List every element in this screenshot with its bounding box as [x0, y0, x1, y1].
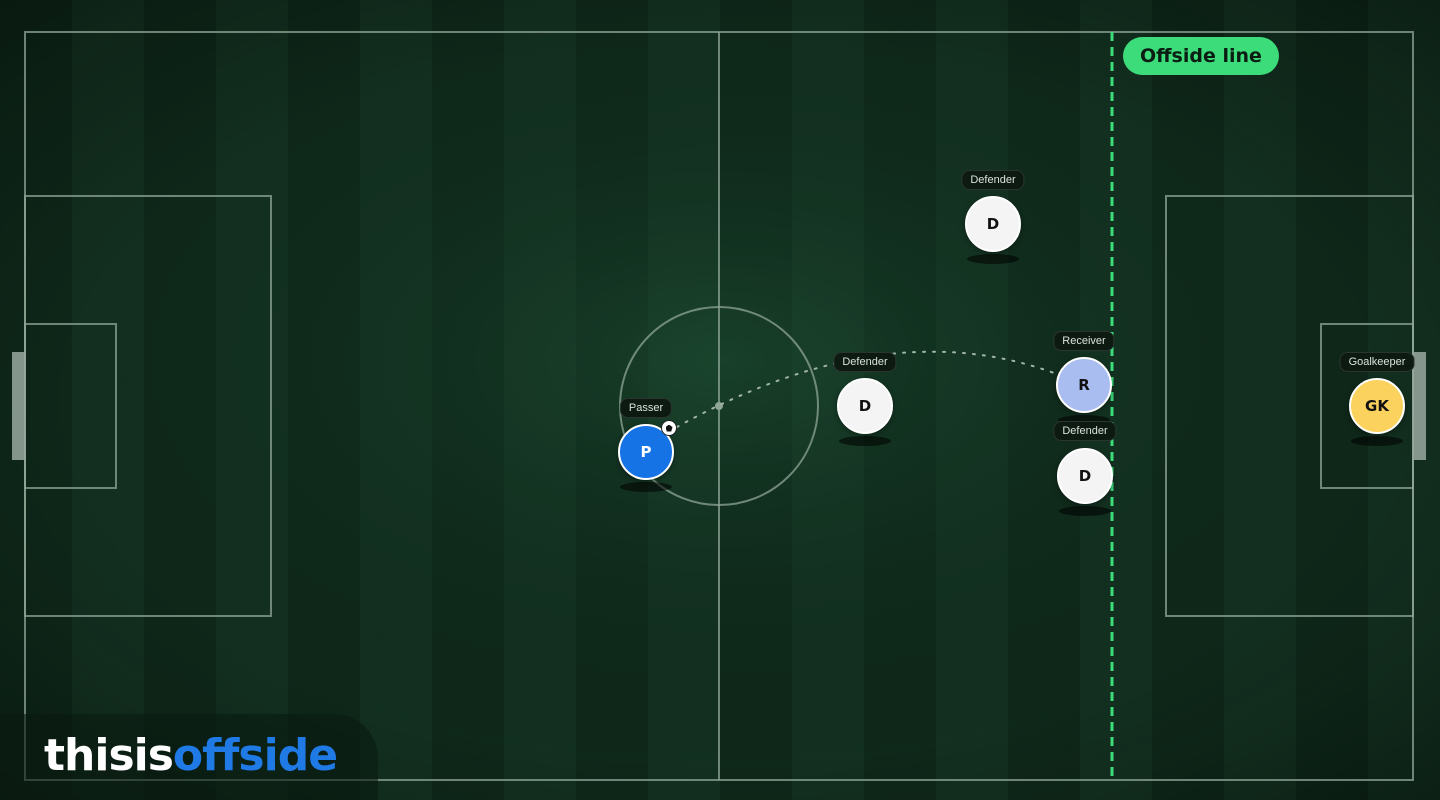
player-marker-defender-3[interactable]: D [1057, 448, 1113, 504]
brand-logo: thisisoffside [44, 730, 338, 781]
player-marker-goalkeeper[interactable]: GK [1349, 378, 1405, 434]
brand-logo-part2: offside [172, 730, 338, 781]
right-goal [1413, 352, 1426, 460]
left-goal [12, 352, 25, 460]
player-shadow [1351, 436, 1403, 446]
player-shadow [967, 254, 1019, 264]
player-shadow [1058, 415, 1110, 425]
role-label-defender-2: Defender [833, 352, 897, 372]
player-marker-defender-2[interactable]: D [837, 378, 893, 434]
player-shadow [620, 482, 672, 492]
brand-logo-part1: thisis [44, 730, 174, 781]
pass-path [667, 350, 1084, 433]
role-label-defender-1: Defender [961, 170, 1025, 190]
player-shadow [1059, 506, 1111, 516]
player-shadow [839, 436, 891, 446]
role-label-receiver: Receiver [1053, 331, 1115, 351]
offside-line-badge: Offside line [1123, 37, 1279, 75]
role-label-defender-3: Defender [1053, 421, 1117, 441]
player-marker-receiver[interactable]: R [1056, 357, 1112, 413]
football-icon [661, 420, 677, 436]
brand-panel [0, 714, 378, 800]
role-label-passer: Passer [619, 398, 673, 418]
player-marker-defender-1[interactable]: D [965, 196, 1021, 252]
role-label-goalkeeper: Goalkeeper [1339, 352, 1415, 372]
